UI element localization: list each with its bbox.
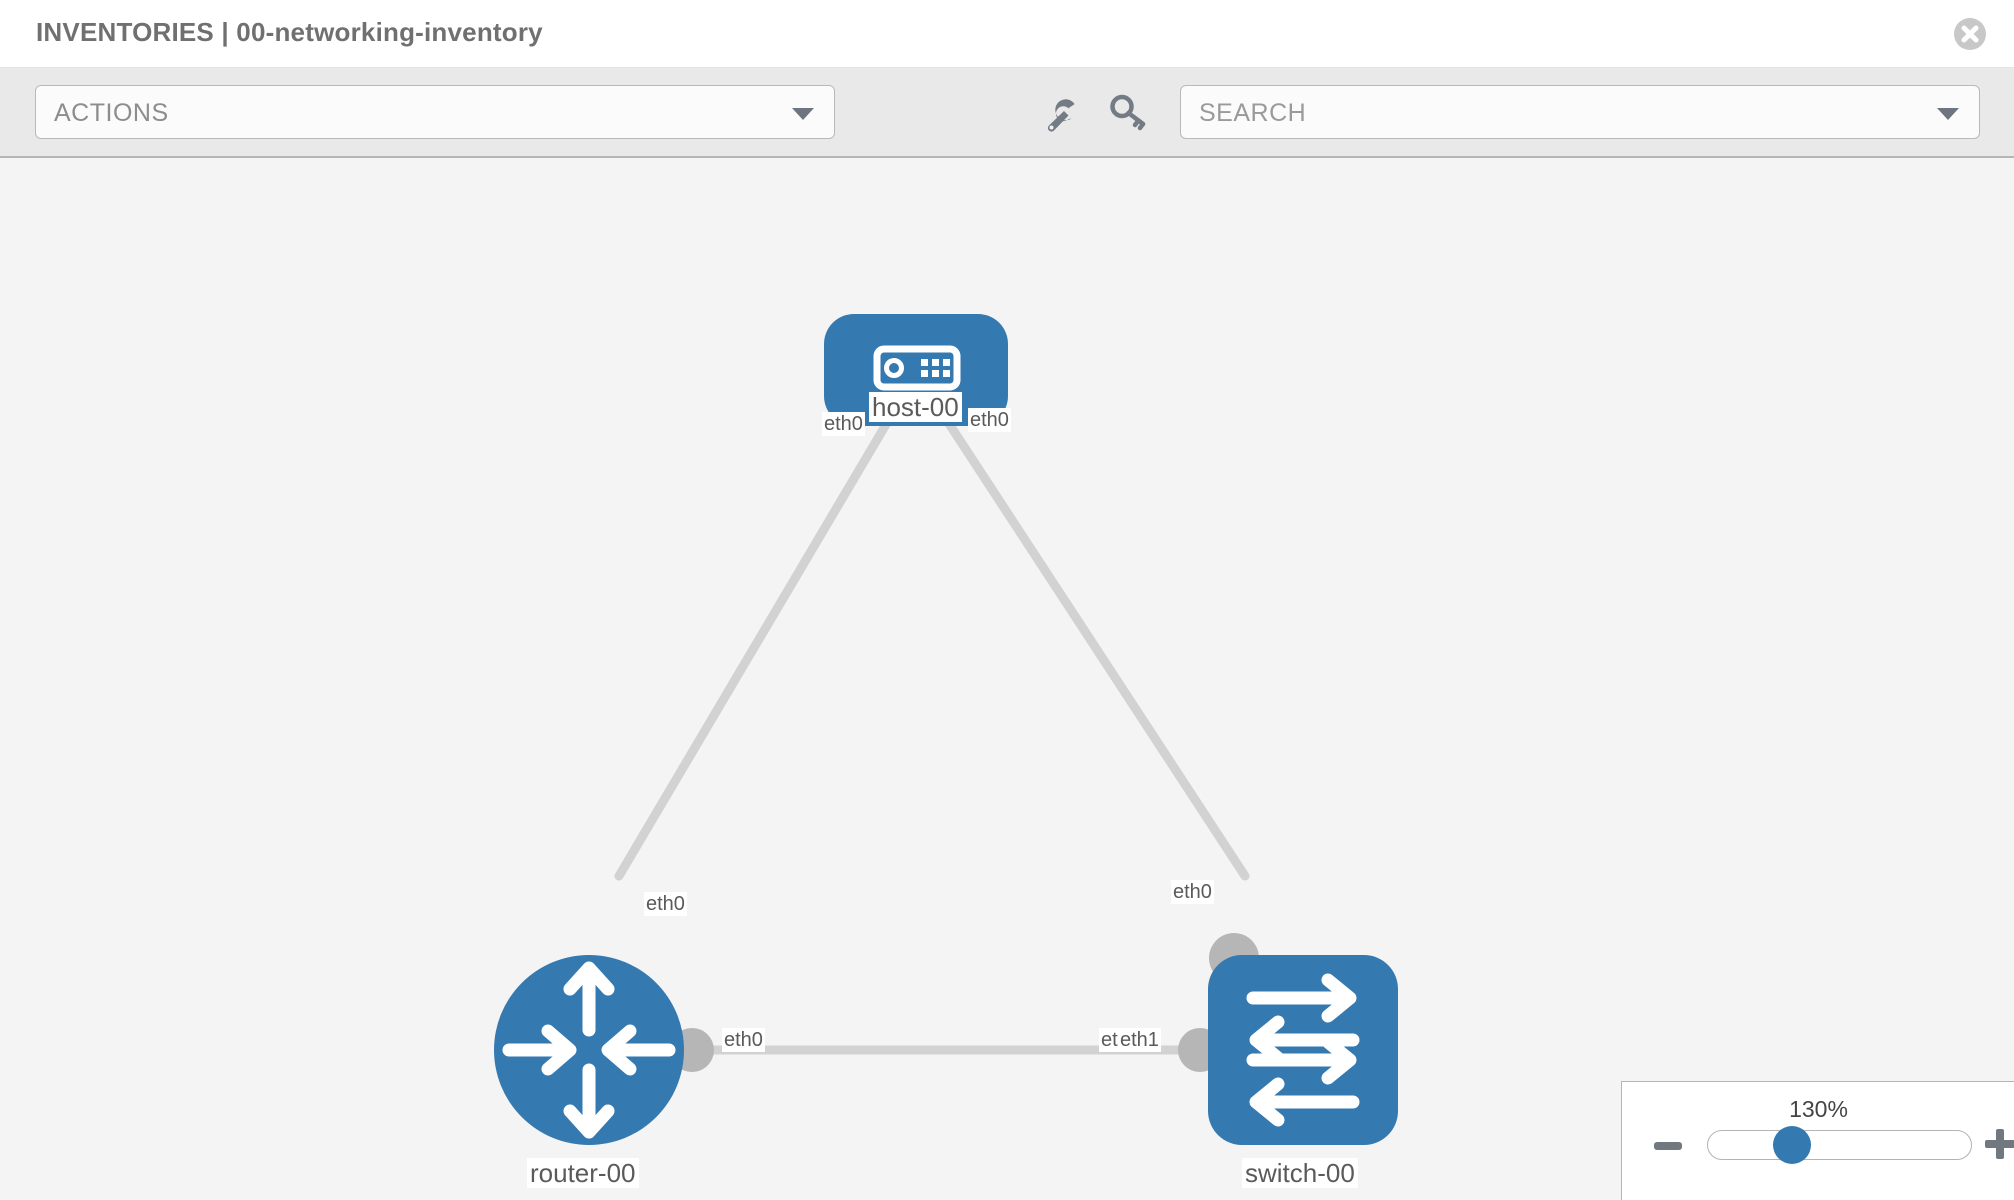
actions-dropdown[interactable]: ACTIONS bbox=[35, 85, 835, 139]
node-label-host-00: host-00 bbox=[869, 392, 962, 422]
minus-icon[interactable] bbox=[1654, 1142, 1682, 1150]
zoom-control-panel: 130% bbox=[1621, 1081, 2014, 1200]
page-header: INVENTORIES | 00-networking-inventory bbox=[0, 0, 2014, 68]
node-switch-00[interactable] bbox=[1208, 955, 1398, 1145]
close-icon[interactable] bbox=[1954, 18, 1986, 50]
zoom-percent-label: 130% bbox=[1789, 1096, 1848, 1122]
wrench-icon[interactable] bbox=[1040, 92, 1082, 134]
search-input[interactable]: SEARCH bbox=[1180, 85, 1980, 139]
chevron-down-icon[interactable] bbox=[1937, 108, 1959, 120]
topology-links bbox=[614, 411, 1250, 1055]
edge-label-router00-eth0-lan: eth0 bbox=[722, 1028, 765, 1052]
topology-graph bbox=[494, 314, 1398, 1145]
edge-label-switch00-eth1-lan: eth1 bbox=[1118, 1028, 1161, 1052]
topology-connectors bbox=[670, 370, 1259, 1072]
actions-dropdown-label: ACTIONS bbox=[54, 99, 169, 127]
zoom-slider-track[interactable] bbox=[1707, 1130, 1972, 1160]
chevron-down-icon bbox=[792, 108, 814, 120]
link-host00-router00 bbox=[614, 411, 896, 881]
key-icon[interactable] bbox=[1108, 92, 1150, 134]
edge-label-router00-eth0-uplink: eth0 bbox=[644, 892, 687, 916]
link-host00-switch00 bbox=[939, 411, 1250, 881]
zoom-slider-thumb[interactable] bbox=[1773, 1126, 1811, 1164]
edge-label-switch00-eth0-uplink: eth0 bbox=[1171, 880, 1214, 904]
topology-canvas[interactable]: eth0 eth0 eth0 eth0 eth0 eth0 eth1 host-… bbox=[0, 158, 2014, 1200]
page-title: INVENTORIES | 00-networking-inventory bbox=[36, 17, 543, 47]
node-label-switch-00: switch-00 bbox=[1242, 1158, 1358, 1188]
toolbar: ACTIONS SEARCH bbox=[0, 68, 2014, 158]
search-placeholder: SEARCH bbox=[1199, 99, 1307, 127]
edge-label-host00-eth0-left: eth0 bbox=[822, 412, 865, 436]
node-label-router-00: router-00 bbox=[527, 1158, 639, 1188]
plus-icon[interactable] bbox=[1985, 1129, 2014, 1159]
node-router-00[interactable] bbox=[494, 955, 684, 1145]
edge-label-host00-eth0-right: eth0 bbox=[968, 408, 1011, 432]
